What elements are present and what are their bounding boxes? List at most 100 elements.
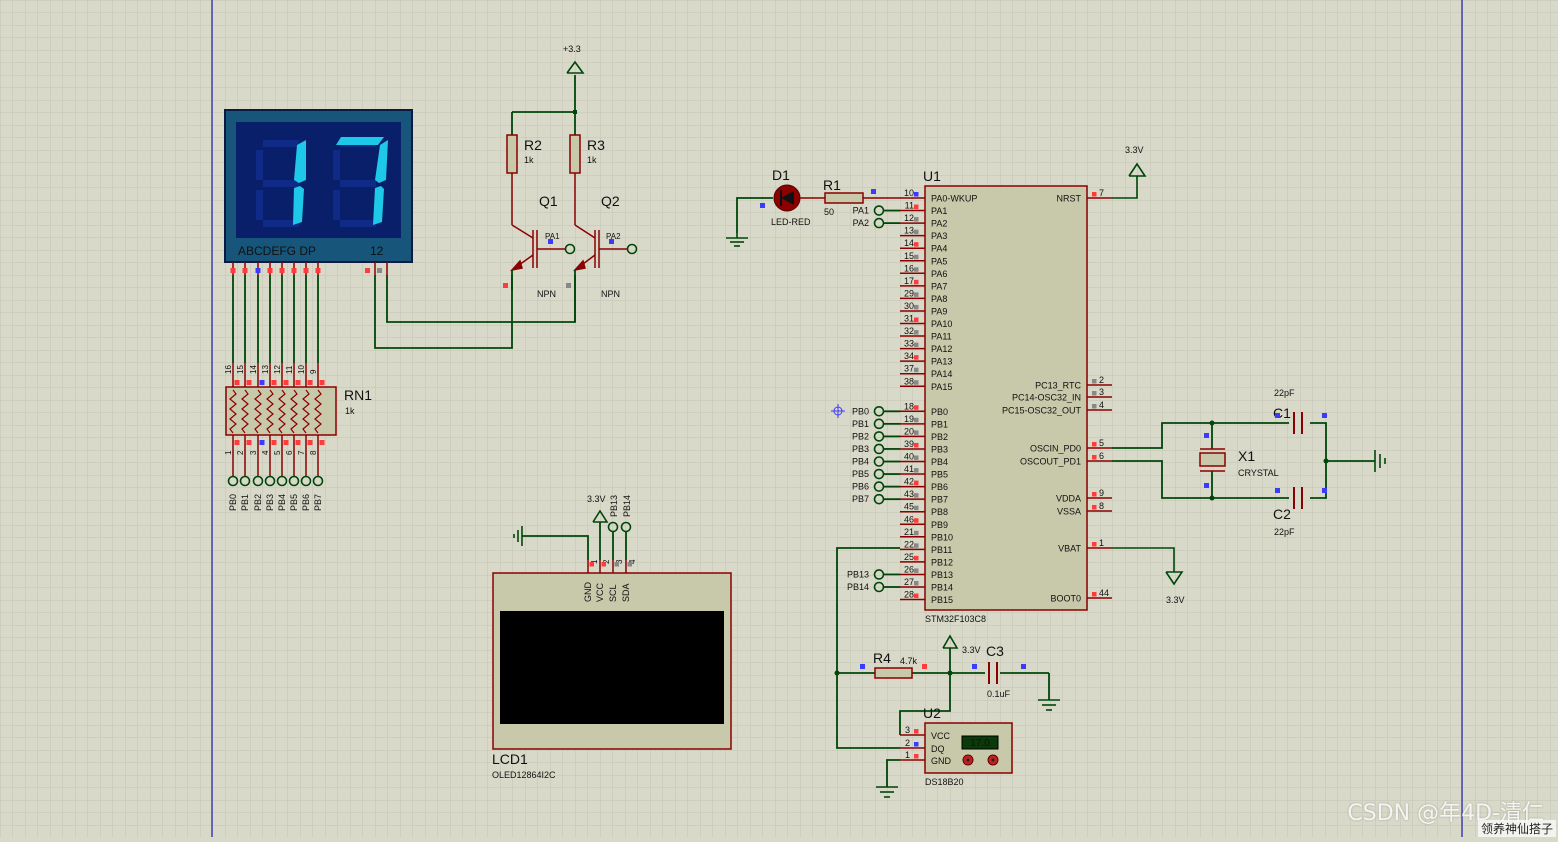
u1-pin-marker	[914, 192, 919, 197]
u1-pin-marker	[914, 355, 919, 360]
display-pin-marker	[243, 268, 248, 273]
u1-pin-marker	[914, 456, 919, 461]
lcd-pin-marker	[602, 562, 607, 567]
u1-pin-number: 33	[904, 339, 914, 349]
lcd-pin-name: SCL	[608, 584, 618, 602]
rn1-bottom-pin-number: 3	[249, 450, 258, 455]
rn1-bottom-pin-number: 5	[273, 450, 282, 455]
svg-text:U1: U1	[923, 168, 941, 184]
display-pin-marker	[292, 268, 297, 273]
u1-pin-number: 2	[1099, 375, 1104, 385]
u1-pin-number: 4	[1099, 400, 1104, 410]
net-label: PB2	[852, 431, 869, 441]
seven-segment-display[interactable]: ABCDEFG DP 12	[225, 110, 412, 262]
u1-pin-marker	[914, 280, 919, 285]
rn1-top-pin-number: 12	[273, 365, 282, 374]
u1-pin-number: 27	[904, 577, 914, 587]
u1-pin-number: 1	[1099, 538, 1104, 548]
u1-pin-marker	[914, 531, 919, 536]
u1-pin-marker	[914, 242, 919, 247]
svg-text:D1: D1	[772, 167, 790, 183]
svg-text:3.3V: 3.3V	[1166, 595, 1185, 605]
u2-pin-marker	[914, 742, 919, 747]
sensor-reading: 17.0	[970, 738, 990, 749]
u1-pin-marker	[914, 318, 919, 323]
u1-pin-number: 19	[904, 414, 914, 424]
display-pin-marker	[304, 268, 309, 273]
u1-pin-name: PB2	[931, 432, 948, 442]
u1-pin-name: PB14	[931, 583, 953, 593]
u1-pin-name: PA13	[931, 357, 952, 367]
u1-pin-name: PB11	[931, 545, 952, 555]
u1-pin-marker	[914, 217, 919, 222]
u1-pin-number: 12	[904, 213, 914, 223]
u1-pin-name: VBAT	[1058, 544, 1081, 554]
u1-pin-number: 21	[904, 527, 914, 537]
u1-pin-name: PA6	[931, 269, 947, 279]
u2-pin-name: VCC	[931, 731, 951, 741]
u1-pin-name: PB3	[931, 444, 948, 454]
net-label: PB13	[847, 569, 869, 579]
oled-lcd1[interactable]: LCD1 OLED12864I2C	[492, 573, 731, 780]
rn1-pin-marker	[320, 380, 325, 385]
u1-pin-number: 6	[1099, 451, 1104, 461]
u1-pin-name: PA2	[931, 219, 947, 229]
u1-pin-number: 16	[904, 263, 914, 273]
svg-text:C3: C3	[986, 643, 1004, 659]
u1-pin-number: 31	[904, 314, 914, 324]
svg-text:1k: 1k	[587, 155, 597, 165]
svg-text:+3.3: +3.3	[563, 44, 581, 54]
svg-text:22pF: 22pF	[1274, 388, 1295, 398]
rn1-top-pin-number: 14	[249, 365, 258, 374]
u1-pin-marker	[1092, 592, 1097, 597]
lcd-pin-marker	[615, 562, 620, 567]
rn1-pin-marker	[296, 440, 301, 445]
lcd-pin-name: VCC	[595, 582, 605, 602]
u1-pin-marker	[914, 493, 919, 498]
u1-pin-marker	[914, 368, 919, 373]
net-label: PB1	[240, 494, 250, 511]
net-label: PB4	[277, 494, 287, 511]
rn1-pin-marker	[308, 440, 313, 445]
u1-pin-number: 29	[904, 288, 914, 298]
u1-pin-number: 26	[904, 564, 914, 574]
svg-text:OLED12864I2C: OLED12864I2C	[492, 770, 556, 780]
rn1-pin-marker	[284, 380, 289, 385]
rn1-ref: RN1	[344, 387, 372, 403]
u1-pin-marker	[914, 330, 919, 335]
u1-pin-name: NRST	[1057, 194, 1082, 204]
u1-pin-marker	[914, 481, 919, 486]
net-label: PB5	[289, 494, 299, 511]
u1-pin-name: PA9	[931, 306, 947, 316]
q2-type: NPN	[601, 289, 620, 299]
u1-pin-name: PA1	[931, 206, 947, 216]
u1-pin-name: PA8	[931, 294, 947, 304]
u1-pin-marker	[1092, 492, 1097, 497]
u1-pin-marker	[914, 305, 919, 310]
u1-pin-name: BOOT0	[1050, 594, 1081, 604]
u1-pin-number: 14	[904, 238, 914, 248]
u1-pin-name: VDDA	[1056, 494, 1081, 504]
u1-pin-number: 7	[1099, 188, 1104, 198]
q1-ref: Q1	[539, 193, 558, 209]
u1-pin-number: 42	[904, 477, 914, 487]
rn1-pin-marker	[235, 380, 240, 385]
display-pin-marker	[268, 268, 273, 273]
u2-pin-number: 3	[905, 725, 910, 735]
u1-pin-name: PA5	[931, 256, 947, 266]
u1-pin-number: 32	[904, 326, 914, 336]
u1-pin-marker	[914, 543, 919, 548]
u1-pin-marker	[914, 343, 919, 348]
svg-text:X1: X1	[1238, 448, 1255, 464]
u1-pin-name: PB7	[931, 495, 948, 505]
rn1-pin-marker	[320, 440, 325, 445]
u1-pin-marker	[1092, 455, 1097, 460]
u1-pin-marker	[914, 430, 919, 435]
u1-pin-marker	[914, 267, 919, 272]
net-label: PA1	[853, 206, 869, 216]
u2-pin-name: DQ	[931, 744, 945, 754]
svg-text:1k: 1k	[524, 155, 534, 165]
u1-pin-marker	[914, 230, 919, 235]
u1-pin-name: PB5	[931, 470, 948, 480]
